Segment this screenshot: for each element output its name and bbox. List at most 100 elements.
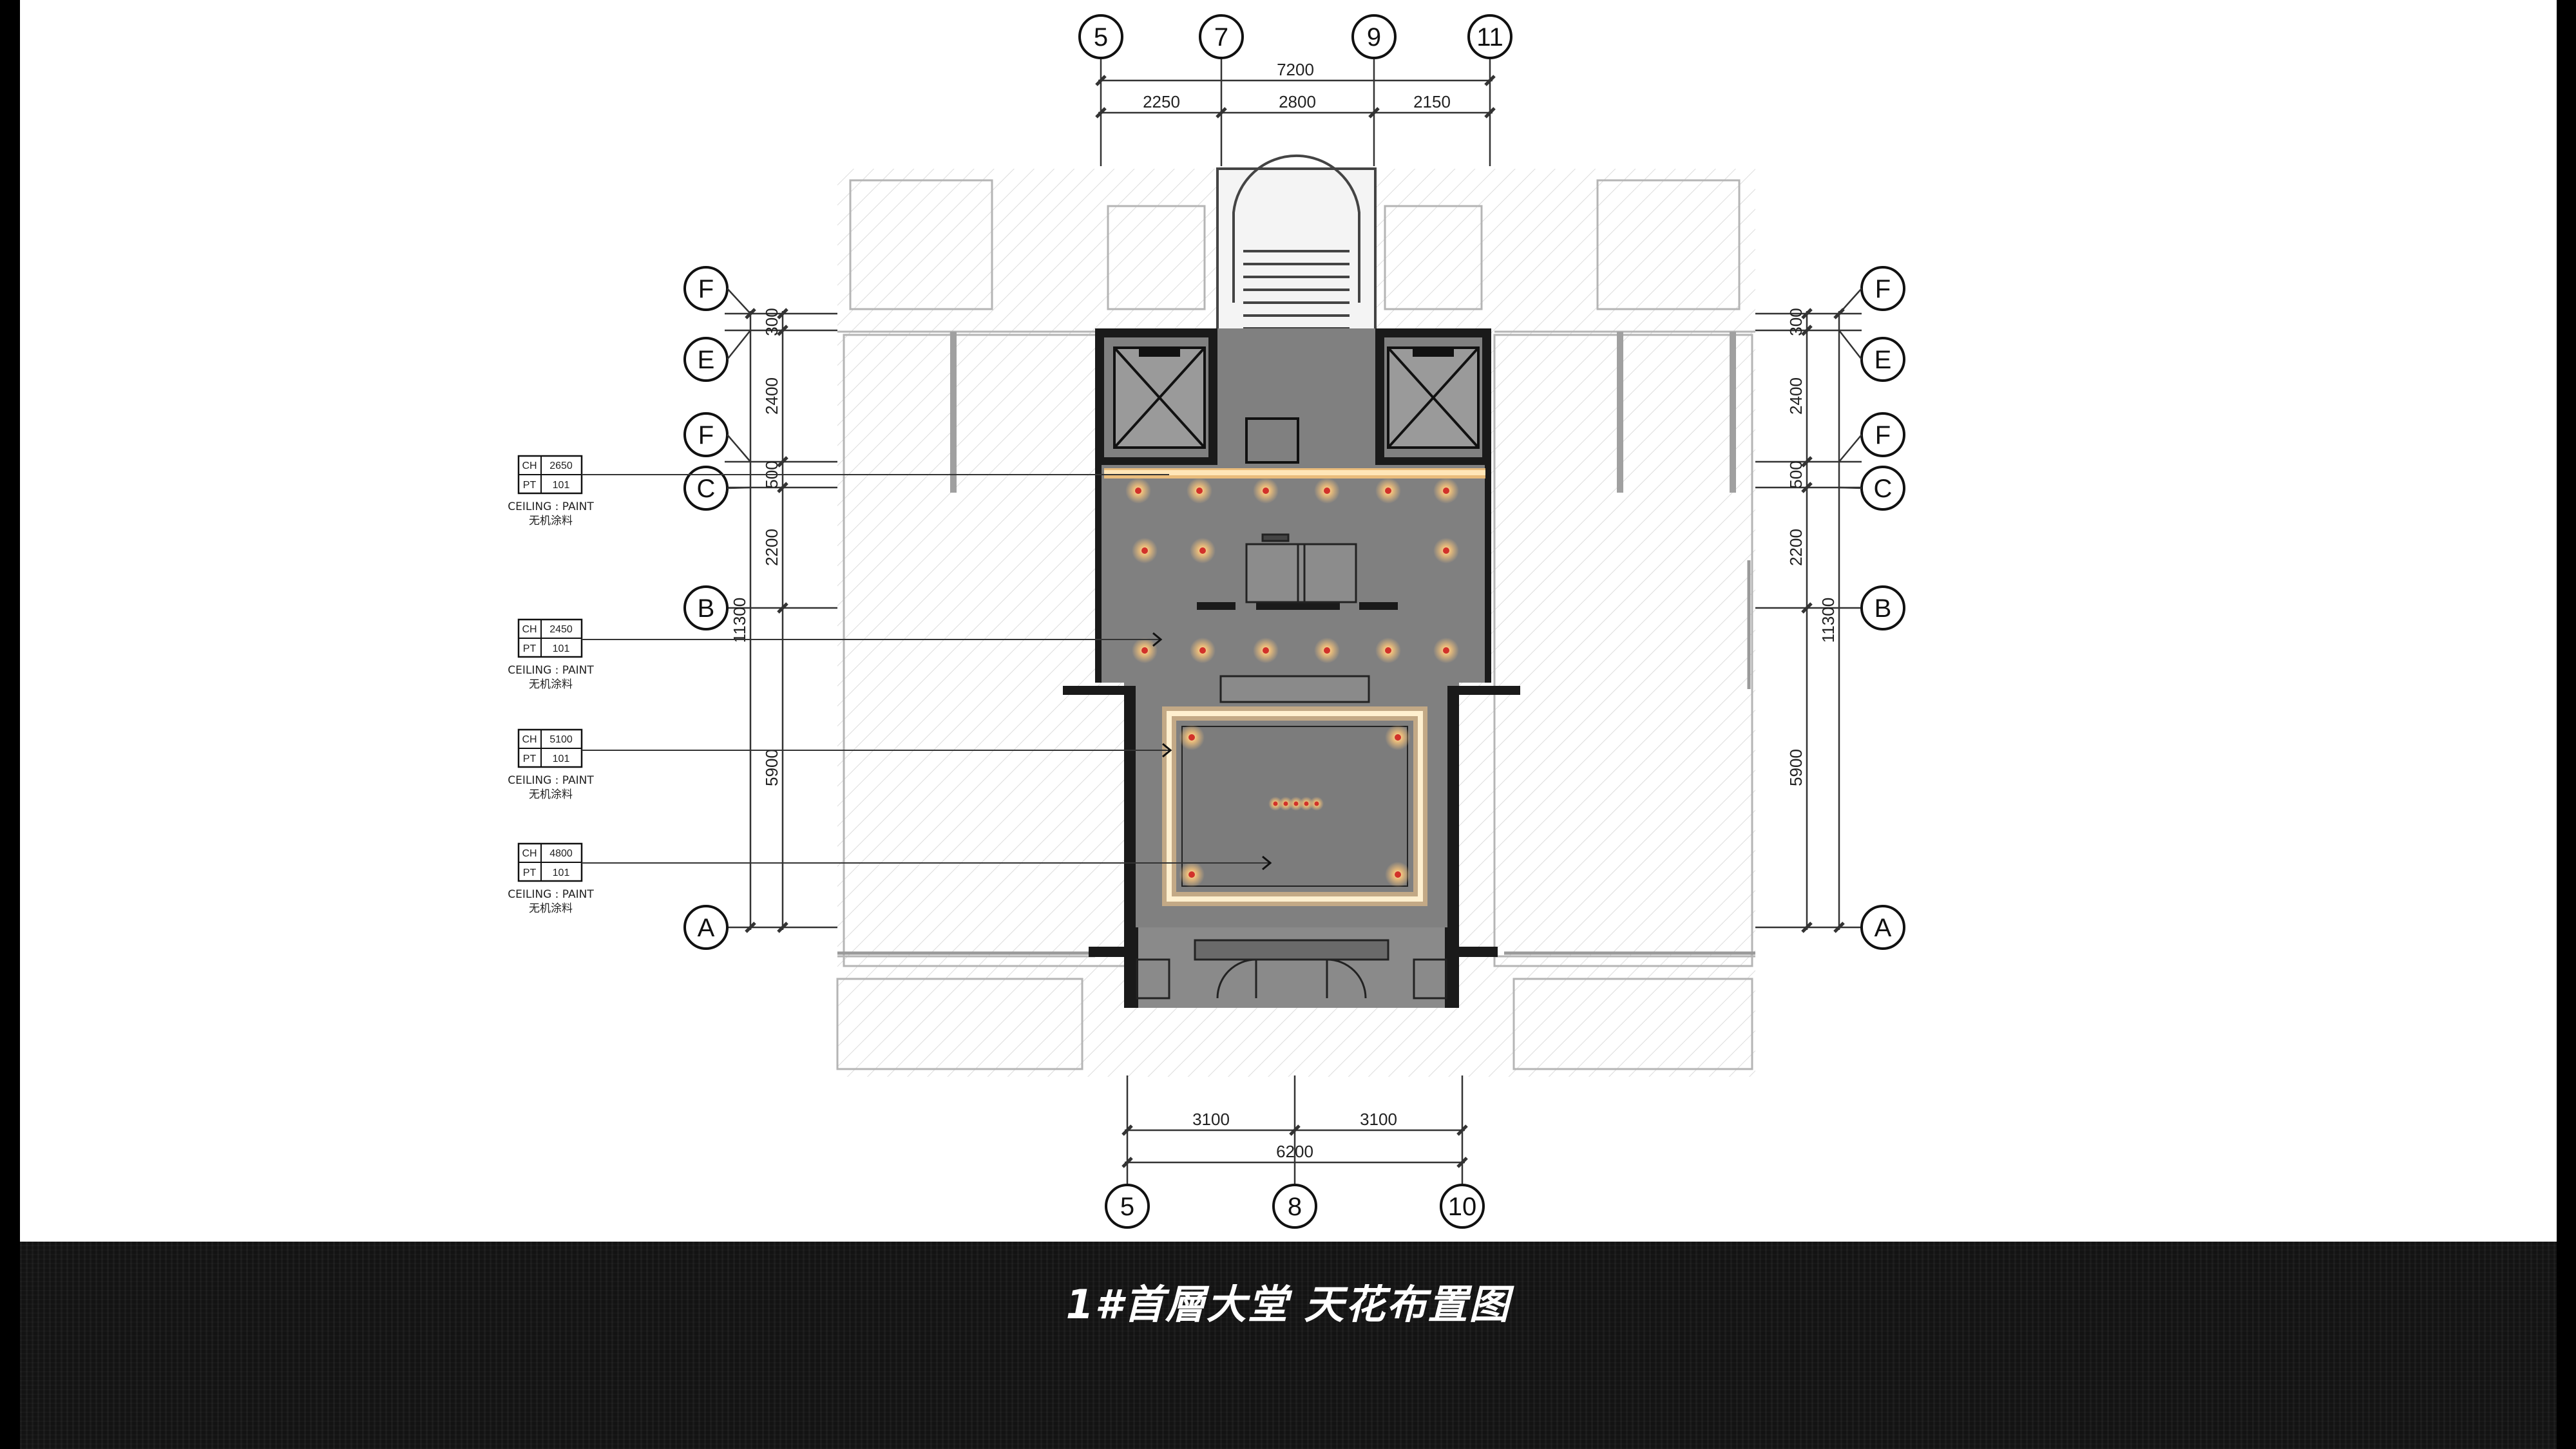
downlight-icon [1188,871,1195,878]
axis-label: A [698,914,715,942]
axis-bubbles-left [683,266,729,950]
entrance-doors [1136,939,1447,999]
axis-label: 9 [1367,23,1381,52]
dimension-label: 2200 [1786,529,1806,566]
dimension-label: 2400 [1786,377,1806,415]
ceiling-tag-ch-value: 2650 [549,460,573,471]
ceiling-tag-ch-value: 2450 [549,624,573,635]
ceiling-tag-note-cn: 无机涂料 [529,515,573,527]
bubble-connectors [727,288,1862,489]
walls [1063,328,1520,1008]
ceiling-tag-ch-label: CH [522,460,537,471]
ceiling-tag-pt-value: 101 [553,480,570,491]
downlight-icon [1283,801,1288,806]
axis-label: 5 [1094,23,1108,52]
axis-label: 10 [1448,1193,1477,1221]
dimension-label: 2250 [1143,92,1180,111]
dimension-label: 5900 [1786,749,1806,786]
dimension-label: 2200 [762,529,781,566]
downlight-icon [1395,871,1401,878]
ceiling-tag-pt-label: PT [523,753,537,764]
axis-label: C [1874,475,1893,503]
downlight-icon [1385,647,1391,654]
downlight-icon [1135,488,1141,494]
dimension-label: 5900 [762,749,781,786]
dimension-label: 2400 [762,377,781,415]
axis-label: E [1875,346,1892,374]
dimension-label: 11300 [730,598,749,643]
downlights [1125,478,1459,887]
axis-bubbles-top [1078,14,1512,59]
axis-label: E [698,346,715,374]
ceiling-tag: CH 4800 PT 101 CEILING : PAINT 无机涂料 [508,842,1272,915]
ceiling-tag-ch-label: CH [522,734,537,745]
central-feature [1245,533,1357,603]
downlight-icon [1395,734,1401,741]
dimension-label: 2150 [1413,92,1451,111]
cove-light-strip [1104,468,1485,478]
axis-label: A [1875,914,1892,942]
ceiling-tag-note-en: CEILING : PAINT [508,664,594,677]
title-bar [20,1242,2557,1449]
ceiling-tag-pt-value: 101 [553,753,570,764]
axis-label: F [698,275,714,303]
ceiling-tag-ch-label: CH [522,624,537,635]
downlight-icon [1273,801,1278,806]
axis-label: B [698,594,715,623]
dimension-label: 6200 [1276,1142,1313,1161]
ceiling-tag-pt-label: PT [523,643,537,654]
downlight-icon [1199,647,1206,654]
ceiling-tag-note-en: CEILING : PAINT [508,888,594,901]
downlight-icon [1188,734,1195,741]
dimension-label: 7200 [1277,60,1314,79]
ceiling-tag-ch-value: 5100 [549,734,573,745]
stair-core [1216,154,1377,357]
axis-label: 8 [1288,1193,1302,1221]
ceiling-tag: CH 5100 PT 101 CEILING : PAINT 无机涂料 [508,728,1172,801]
axis-label: 11 [1476,23,1503,52]
dimension-label: 2800 [1279,92,1316,111]
drawing-title: 1#首層大堂 天花布置图 [1065,1281,1511,1328]
ceiling-tag-note-en: CEILING : PAINT [508,774,594,787]
ceiling-tag-note-cn: 无机涂料 [529,678,573,691]
ceiling-tag-pt-value: 101 [553,867,570,878]
downlight-icon [1141,547,1148,554]
downlight-icon [1443,547,1449,554]
downlight-icon [1324,647,1330,654]
downlight-icon [1141,647,1148,654]
ceiling-tag-note-cn: 无机涂料 [529,788,573,801]
downlight-icon [1304,801,1309,806]
elevators [1113,346,1480,464]
ceiling-recess [1162,675,1427,906]
axis-label: 5 [1120,1193,1134,1221]
dimension-label: 11300 [1818,598,1838,643]
bottom-grid [1121,1075,1468,1186]
dimension-label: 300 [1786,308,1806,336]
downlight-icon [1314,801,1319,806]
dimension-label: 3100 [1360,1110,1397,1129]
ceiling-tag-note-en: CEILING : PAINT [508,500,594,513]
axis-label: F [698,421,714,450]
top-grid [1095,58,1496,166]
ceiling-tag-pt-label: PT [523,480,537,491]
downlight-icon [1293,801,1299,806]
ceiling-tag-note-cn: 无机涂料 [529,902,573,915]
downlight-icon [1199,547,1206,554]
downlight-icon [1385,488,1391,494]
axis-label: B [1875,594,1892,623]
ceiling-tag-ch-value: 4800 [549,848,573,859]
axis-label: C [697,475,716,503]
ceiling-tag-ch-label: CH [522,848,537,859]
dimension-label: 3100 [1192,1110,1230,1129]
ceiling-tag: CH 2650 PT 101 CEILING : PAINT 无机涂料 [508,455,1169,527]
dimension-label: 500 [1786,460,1806,488]
downlight-icon [1263,647,1269,654]
axis-bubbles-right [1860,266,1905,950]
axis-bubbles-bottom [1105,1184,1485,1229]
ceiling-tag: CH 2450 PT 101 CEILING : PAINT 无机涂料 [508,618,1163,691]
downlight-icon [1196,488,1203,494]
downlight-icon [1443,647,1449,654]
axis-label: F [1875,421,1891,450]
